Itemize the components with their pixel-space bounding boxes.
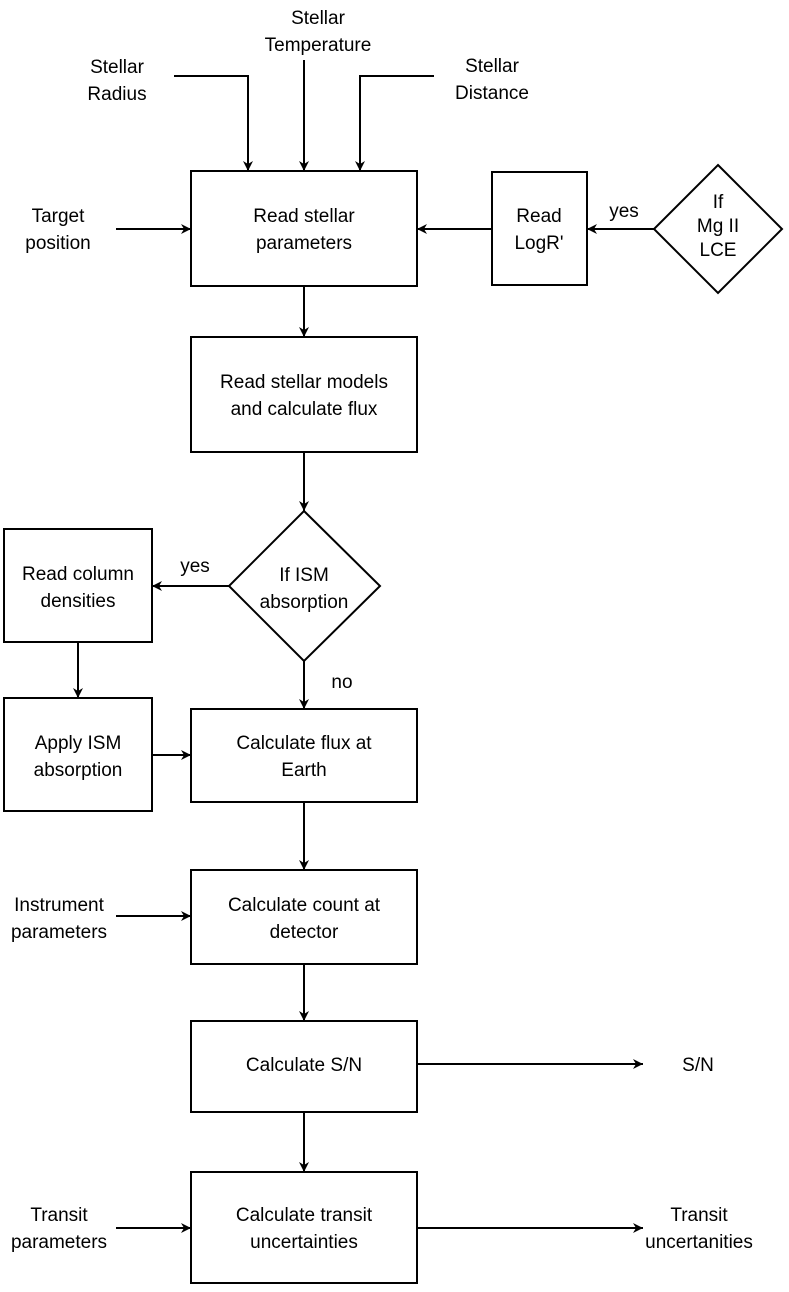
ism-no-label: no [331, 672, 352, 693]
read-logr-box [491, 171, 588, 286]
calculate-sn-box [190, 1020, 418, 1113]
ism-absorption-decision-diamond [227, 509, 382, 663]
mgii-yes-label: yes [609, 201, 639, 222]
mgii-lce-decision-diamond [652, 163, 784, 295]
calculate-count-detector-box [190, 869, 418, 965]
arrow-radius-to-read-params [174, 75, 253, 171]
arrow-distance-to-read-params [355, 75, 434, 171]
calculate-sn-label: Calculate S/N [246, 1055, 362, 1076]
read-column-densities-box [3, 528, 153, 643]
node-shapes [3, 163, 784, 1284]
calculate-flux-earth-box [190, 708, 418, 803]
apply-ism-absorption-box [3, 697, 153, 812]
ism-yes-label: yes [180, 556, 210, 577]
sn-output-label: S/N [682, 1055, 714, 1076]
read-stellar-models-box [190, 336, 418, 453]
connector-arrows [73, 60, 654, 1233]
read-stellar-parameters-box [190, 170, 418, 287]
calculate-transit-box [190, 1171, 418, 1284]
